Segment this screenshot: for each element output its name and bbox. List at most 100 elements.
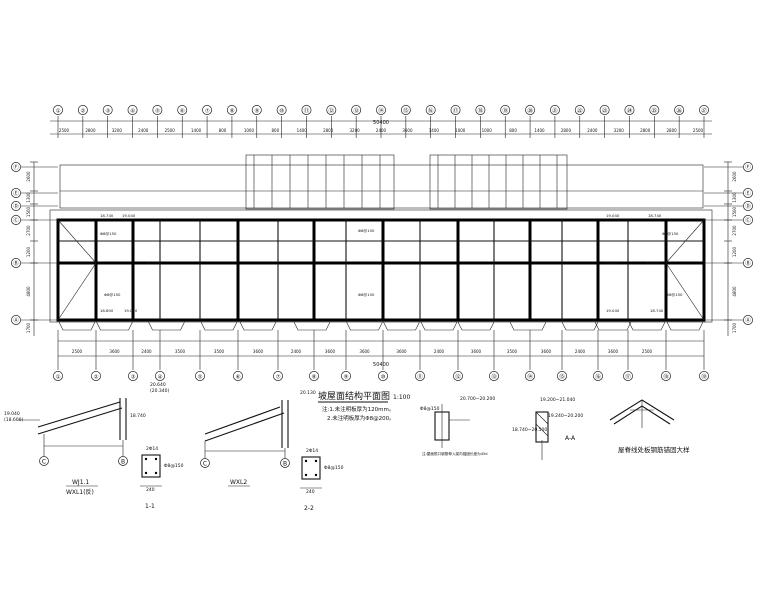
bottom-axis-bubble [415, 371, 425, 381]
top-dim: 2500 [693, 128, 704, 133]
bottom-axis-label: ② [94, 374, 99, 381]
top-axis-bubble [674, 105, 685, 115]
top-dim: 3600 [402, 128, 413, 133]
top-dim: 2500 [59, 128, 70, 133]
bottom-axis-bubble [623, 371, 633, 381]
bottom-dim: 3600 [325, 349, 336, 354]
detail4-label: A-A [565, 435, 576, 442]
bottom-axis-bubble [525, 371, 535, 381]
left-axis-bubble [11, 201, 21, 211]
plan-label: 18.800 [100, 308, 114, 313]
bottom-axis-bubble [378, 371, 388, 381]
top-axis-label: ⑫ [329, 107, 335, 115]
bottom-dim: 3600 [541, 349, 552, 354]
elev-b: (20.340) [150, 388, 170, 394]
right-dim: 1500 [732, 206, 737, 217]
ridge-label: 屋脊线处板钢筋锚固大样 [618, 445, 690, 454]
detail-wxl2: C B 20.130 WXL2 [200, 390, 316, 487]
top-axis-bubble [226, 105, 237, 115]
top-axis-label: ㉑ [552, 107, 558, 115]
detail3-note: 注:屋面檐口钢筋伸入梁内锚固长度为45d [422, 451, 488, 456]
bottom-axis-label: ⑬ [491, 373, 497, 381]
bottom-axis-label: ⑱ [663, 373, 669, 381]
bottom-axis-label: ⑫ [455, 373, 461, 381]
top-dim: 1400 [429, 128, 440, 133]
bottom-dim: 2400 [291, 349, 302, 354]
bottom-axis-label: ⑤ [198, 375, 203, 381]
bottom-axis-bubble [273, 371, 283, 381]
top-dim: 2400 [138, 128, 149, 133]
bottom-dim: 3600 [396, 349, 407, 354]
elev-d: 19.040 [4, 411, 20, 417]
sec1-width: 240 [146, 487, 155, 493]
wj1-label: WJ1.1 [72, 479, 89, 486]
bottom-axis-label: ⑥ [236, 375, 241, 381]
top-axis-bubble [127, 105, 138, 115]
top-dim: 1000 [455, 128, 466, 133]
top-dim: 1000 [482, 128, 493, 133]
bottom-axis-bubble [233, 371, 243, 381]
ridge-detail: 屋脊线处板钢筋锚固大样 [609, 399, 690, 454]
detail-4: 19.200~21.040 19.240~20.200 18.740~20.50… [512, 397, 583, 460]
left-dim: 1500 [26, 206, 31, 217]
plan-label: 19.400 [604, 260, 618, 265]
top-axis-label: ㉔ [627, 107, 633, 115]
top-axis-label: ⑦ [205, 108, 210, 115]
right-axis-label: Ⓑ [745, 259, 751, 267]
top-axis-label: ⑩ [279, 108, 284, 115]
elev-c: 20.130 [300, 390, 316, 396]
plan-label: 18.740 [648, 213, 662, 218]
bottom-dim: 2400 [141, 349, 152, 354]
plan-label: Φ8@150 [358, 292, 375, 297]
bottom-axis-bubble [661, 371, 671, 381]
note-1: 注:1.未注明板厚为120mm。 [322, 405, 394, 413]
bottom-dim: 3600 [608, 349, 619, 354]
top-dim: 800 [219, 128, 227, 133]
plan-label: Φ8@150 [104, 292, 121, 297]
top-axis-label: ㉗ [701, 107, 707, 115]
svg-text:B: B [121, 459, 125, 466]
top-dim: 2800 [85, 128, 96, 133]
bottom-dim: 3600 [359, 349, 370, 354]
top-axis-label: ⑪ [304, 107, 310, 115]
bottom-axis-label: ⑦ [276, 374, 281, 381]
bottom-axis-label: ① [56, 375, 61, 381]
top-axis-label: ⑬ [353, 107, 359, 115]
plan-label: 19.400 [146, 260, 160, 265]
sec2-stirrup: Φ8@150 [324, 465, 344, 471]
bottom-axis-label: ④ [158, 375, 163, 381]
left-dim: 1200 [26, 246, 31, 257]
bottom-axis-bubble [128, 371, 138, 381]
elev-f: 18.740 [130, 413, 146, 419]
top-axis-bubble [376, 105, 386, 115]
top-axis-bubble [425, 105, 436, 115]
right-dim: 4800 [732, 286, 737, 297]
bottom-dim: 2400 [434, 349, 445, 354]
left-dim: 2700 [26, 225, 31, 236]
left-axis-label: Ⓑ [13, 259, 19, 267]
right-axis-label: Ⓓ [745, 202, 751, 210]
bottom-dim: 3500 [507, 349, 518, 354]
top-dim: 1400 [297, 128, 308, 133]
bottom-axis-label: ⑪ [417, 373, 423, 381]
top-dim: 3200 [614, 128, 625, 133]
wxl2-label: WXL2 [230, 479, 247, 486]
plan-scale: 1:100 [393, 394, 410, 401]
top-axis-label: ⑯ [428, 107, 434, 115]
top-axis-label: ⑧ [229, 109, 234, 115]
bottom-axis-label: ⑰ [625, 373, 631, 381]
wj1-sub: WXL1(反) [66, 488, 94, 496]
left-axis-bubble [11, 162, 21, 172]
top-dim: 2800 [640, 128, 651, 133]
bottom-axis-label: ⑲ [701, 373, 707, 381]
bottom-axis-bubble [593, 371, 603, 381]
top-axis-bubble [699, 105, 709, 115]
left-axis-label: Ⓔ [13, 189, 19, 197]
top-axis-label: ⑱ [478, 107, 484, 115]
section-1-1: 2Φ14 Φ8@150 240 1-1 [140, 446, 184, 510]
